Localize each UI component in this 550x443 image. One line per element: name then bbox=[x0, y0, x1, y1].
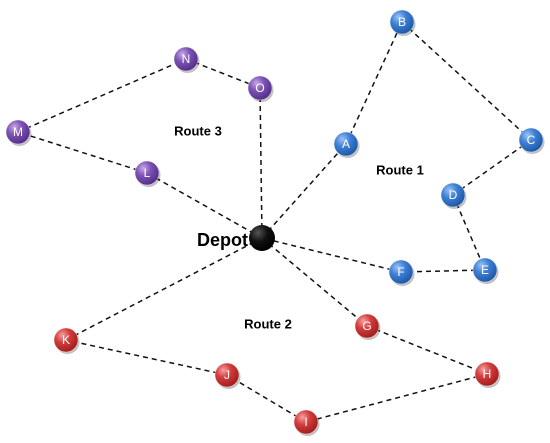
depot-node bbox=[249, 225, 275, 251]
node-f: F bbox=[388, 259, 415, 286]
node-c: C bbox=[518, 127, 545, 154]
edge-n-o bbox=[185, 58, 261, 89]
edge-k-depot bbox=[65, 237, 263, 341]
node-circle bbox=[472, 257, 498, 283]
edge-b-c bbox=[401, 21, 532, 141]
node-circle bbox=[333, 131, 359, 157]
node-label: F bbox=[397, 265, 404, 279]
node-o: O bbox=[247, 75, 274, 102]
node-circle bbox=[293, 409, 319, 435]
node-label: L bbox=[144, 166, 151, 180]
edge-a-b bbox=[345, 21, 403, 145]
edge-i-j bbox=[226, 374, 307, 423]
node-circle bbox=[518, 127, 544, 153]
nodes-layer: A B C D E F G H I J K L M N O bbox=[5, 9, 545, 436]
node-circle bbox=[247, 75, 273, 101]
edge-m-n bbox=[17, 58, 187, 133]
node-circle bbox=[389, 9, 415, 35]
edge-depot-l bbox=[146, 172, 263, 239]
node-a: A bbox=[333, 131, 360, 158]
edge-d-e bbox=[452, 194, 486, 271]
route-1-label: Route 1 bbox=[376, 163, 424, 178]
edge-c-d bbox=[452, 139, 532, 196]
node-circle bbox=[354, 313, 380, 339]
node-label: C bbox=[527, 133, 536, 147]
node-label: K bbox=[62, 333, 70, 347]
node-label: D bbox=[449, 188, 458, 202]
edge-g-h bbox=[366, 325, 488, 375]
node-circle bbox=[440, 182, 466, 208]
node-i: I bbox=[293, 409, 320, 436]
node-g: G bbox=[354, 313, 381, 340]
edge-j-k bbox=[65, 339, 228, 376]
node-h: H bbox=[474, 361, 501, 388]
edges-layer bbox=[17, 21, 532, 423]
node-label: B bbox=[398, 15, 406, 29]
edge-h-i bbox=[305, 373, 488, 423]
node-circle bbox=[173, 46, 199, 72]
node-circle bbox=[388, 259, 414, 285]
node-label: H bbox=[483, 367, 492, 381]
node-circle bbox=[474, 361, 500, 387]
route-2-label: Route 2 bbox=[244, 317, 292, 332]
edge-l-m bbox=[17, 131, 148, 174]
node-label: O bbox=[255, 81, 264, 95]
node-circle bbox=[53, 327, 79, 353]
node-l: L bbox=[134, 160, 161, 187]
node-d: D bbox=[440, 182, 467, 209]
node-label: A bbox=[342, 137, 350, 151]
node-b: B bbox=[389, 9, 416, 36]
node-label: N bbox=[182, 52, 191, 66]
node-label: G bbox=[362, 319, 371, 333]
edge-o-depot bbox=[259, 87, 263, 239]
node-label: I bbox=[304, 415, 307, 429]
labels-layer: Depot Route 1 Route 2 Route 3 bbox=[174, 124, 424, 332]
node-circle bbox=[5, 119, 31, 145]
node-k: K bbox=[53, 327, 80, 354]
node-label: J bbox=[224, 368, 230, 382]
depot-label: Depot bbox=[197, 230, 248, 250]
node-m: M bbox=[5, 119, 32, 146]
route-3-label: Route 3 bbox=[174, 124, 222, 139]
node-n: N bbox=[173, 46, 200, 73]
node-label: E bbox=[481, 263, 489, 277]
node-circle bbox=[214, 362, 240, 388]
edge-depot-g bbox=[261, 237, 368, 327]
node-circle bbox=[134, 160, 160, 186]
edge-f-depot bbox=[261, 237, 402, 273]
node-j: J bbox=[214, 362, 241, 389]
edge-depot-a bbox=[261, 143, 347, 239]
node-e: E bbox=[472, 257, 499, 284]
node-label: M bbox=[13, 125, 23, 139]
